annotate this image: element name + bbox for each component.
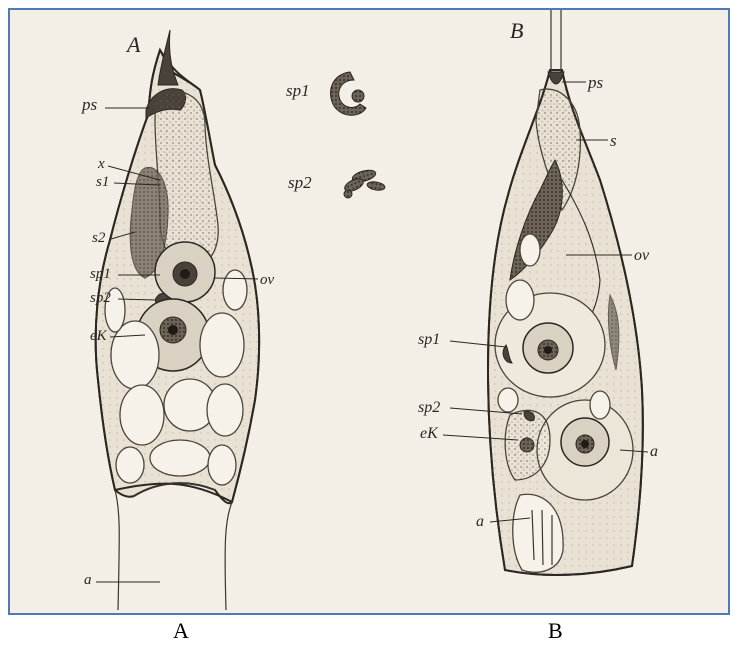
label-a-A: a bbox=[84, 572, 92, 588]
label-s-B: s bbox=[610, 131, 617, 150]
illustration: A ps x s1 s2 sp1 sp2 eK ov a sp1 sp2 bbox=[10, 10, 730, 615]
label-a-right-B: a bbox=[650, 443, 658, 460]
caption-A: A bbox=[173, 618, 189, 644]
embryo-sac-B bbox=[488, 10, 643, 575]
label-x: x bbox=[97, 156, 105, 172]
label-sp1-B: sp1 bbox=[418, 331, 440, 348]
inset-label-sp2: sp2 bbox=[288, 173, 312, 192]
label-ov-A: ov bbox=[260, 272, 275, 288]
label-sp2-B: sp2 bbox=[418, 399, 440, 416]
label-s2: s2 bbox=[92, 230, 106, 246]
sperm-inset: sp1 sp2 bbox=[286, 72, 386, 198]
inset-label-sp1: sp1 bbox=[286, 81, 310, 100]
label-a-left-B: a bbox=[476, 513, 484, 530]
label-sp2-A: sp2 bbox=[90, 290, 111, 306]
figure-frame: A ps x s1 s2 sp1 sp2 eK ov a sp1 sp2 bbox=[8, 8, 730, 615]
panel-letter-B: B bbox=[510, 18, 523, 43]
label-sp1-A: sp1 bbox=[90, 266, 111, 282]
antipodal-base-A bbox=[115, 490, 232, 610]
label-s1: s1 bbox=[96, 174, 109, 190]
label-ps-B: ps bbox=[587, 73, 604, 92]
label-ov-B: ov bbox=[634, 247, 650, 264]
caption-B: B bbox=[548, 618, 563, 644]
sperm-sp2-inset bbox=[343, 168, 386, 198]
panel-letter-A: A bbox=[125, 32, 141, 57]
label-ps-A: ps bbox=[81, 95, 98, 114]
label-ek-A: eK bbox=[90, 328, 108, 344]
embryo-sac-A bbox=[96, 30, 259, 610]
label-ek-B: eK bbox=[420, 425, 439, 442]
